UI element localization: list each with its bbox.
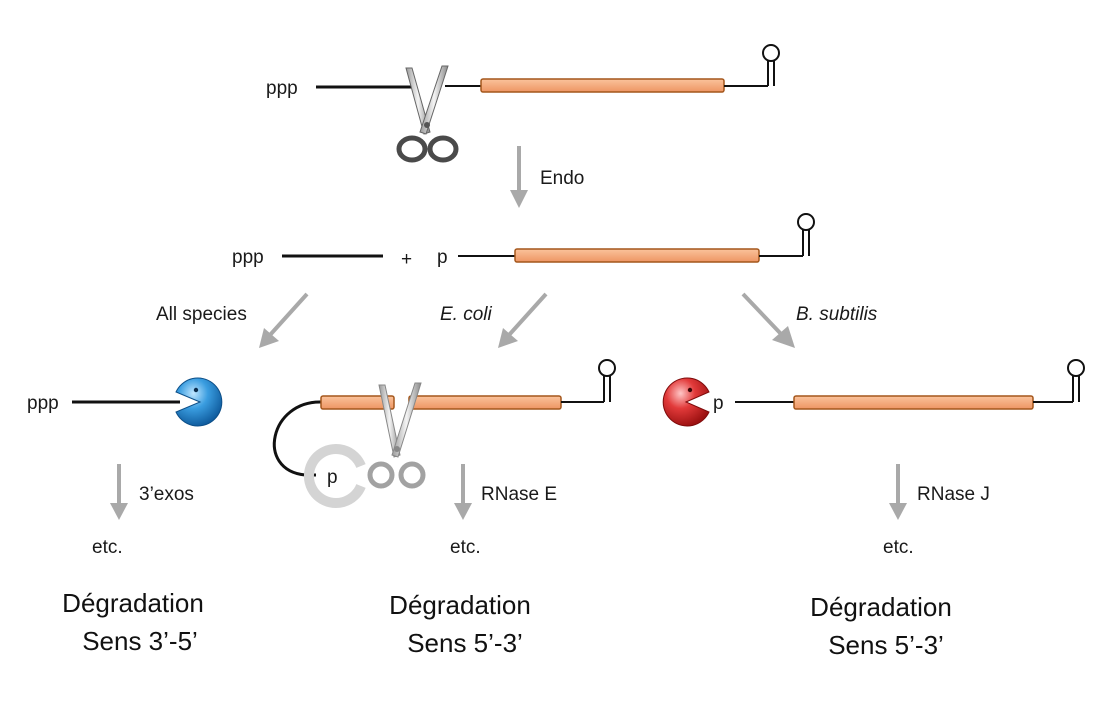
scissors-icon bbox=[396, 65, 459, 163]
p-label-mid: p bbox=[437, 247, 448, 268]
coding-region-top bbox=[480, 78, 725, 93]
arrow-3-exos bbox=[110, 464, 128, 520]
arrow-endo bbox=[510, 146, 528, 208]
pacman-rnase-j-icon bbox=[662, 377, 710, 427]
p-label-loop: p bbox=[327, 467, 338, 488]
looped-transcript bbox=[272, 359, 616, 477]
stem-loop-icon bbox=[797, 213, 815, 256]
rnase-e-label: RNase E bbox=[481, 484, 557, 505]
caption-right-line1: Dégradation bbox=[810, 592, 952, 622]
caption-left-line2: Sens 3’-5’ bbox=[82, 626, 198, 656]
monophosphorylated-transcript bbox=[458, 213, 815, 263]
stem-loop-icon bbox=[1067, 359, 1085, 402]
caption-left-line1: Dégradation bbox=[62, 588, 204, 618]
ppp-label-left: ppp bbox=[27, 393, 59, 414]
arrow-rnase-j bbox=[889, 464, 907, 520]
coding-region-bottom-a bbox=[320, 395, 395, 410]
endo-label: Endo bbox=[540, 168, 584, 189]
etc-label-mid: etc. bbox=[450, 537, 481, 558]
e-coli-label: E. coli bbox=[440, 304, 493, 325]
rna-transcript-top bbox=[316, 44, 780, 93]
caption-mid-line2: Sens 5’-3’ bbox=[407, 628, 523, 658]
ppp-label-top: ppp bbox=[266, 78, 298, 99]
etc-label-right: etc. bbox=[883, 537, 914, 558]
rnase-j-label: RNase J bbox=[917, 484, 990, 505]
coding-region-mid bbox=[514, 248, 760, 263]
5-sensor-pocket-icon bbox=[304, 444, 366, 508]
p-label-right: p bbox=[713, 393, 724, 414]
arrow-all-species bbox=[259, 292, 309, 348]
plus-sign: + bbox=[401, 249, 412, 270]
3-exos-label: 3’exos bbox=[139, 484, 194, 505]
arrow-rnase-e bbox=[454, 464, 472, 520]
ppp-label-mid: ppp bbox=[232, 247, 264, 268]
coding-region-bottom-b bbox=[408, 395, 562, 410]
rnase-e-scissors-icon bbox=[367, 382, 426, 489]
rnase-j-transcript bbox=[735, 359, 1085, 410]
coding-region-right bbox=[793, 395, 1034, 410]
caption-mid-line1: Dégradation bbox=[389, 590, 531, 620]
pacman-3-exonuclease-icon bbox=[175, 377, 223, 427]
stem-loop-icon bbox=[762, 44, 780, 86]
all-species-label: All species bbox=[156, 304, 247, 325]
b-subtilis-label: B. subtilis bbox=[796, 304, 878, 325]
stem-loop-icon bbox=[598, 359, 616, 402]
arrow-b-subtilis bbox=[741, 292, 795, 348]
etc-label-left: etc. bbox=[92, 537, 123, 558]
caption-right-line2: Sens 5’-3’ bbox=[828, 630, 944, 660]
arrow-e-coli bbox=[498, 292, 548, 348]
